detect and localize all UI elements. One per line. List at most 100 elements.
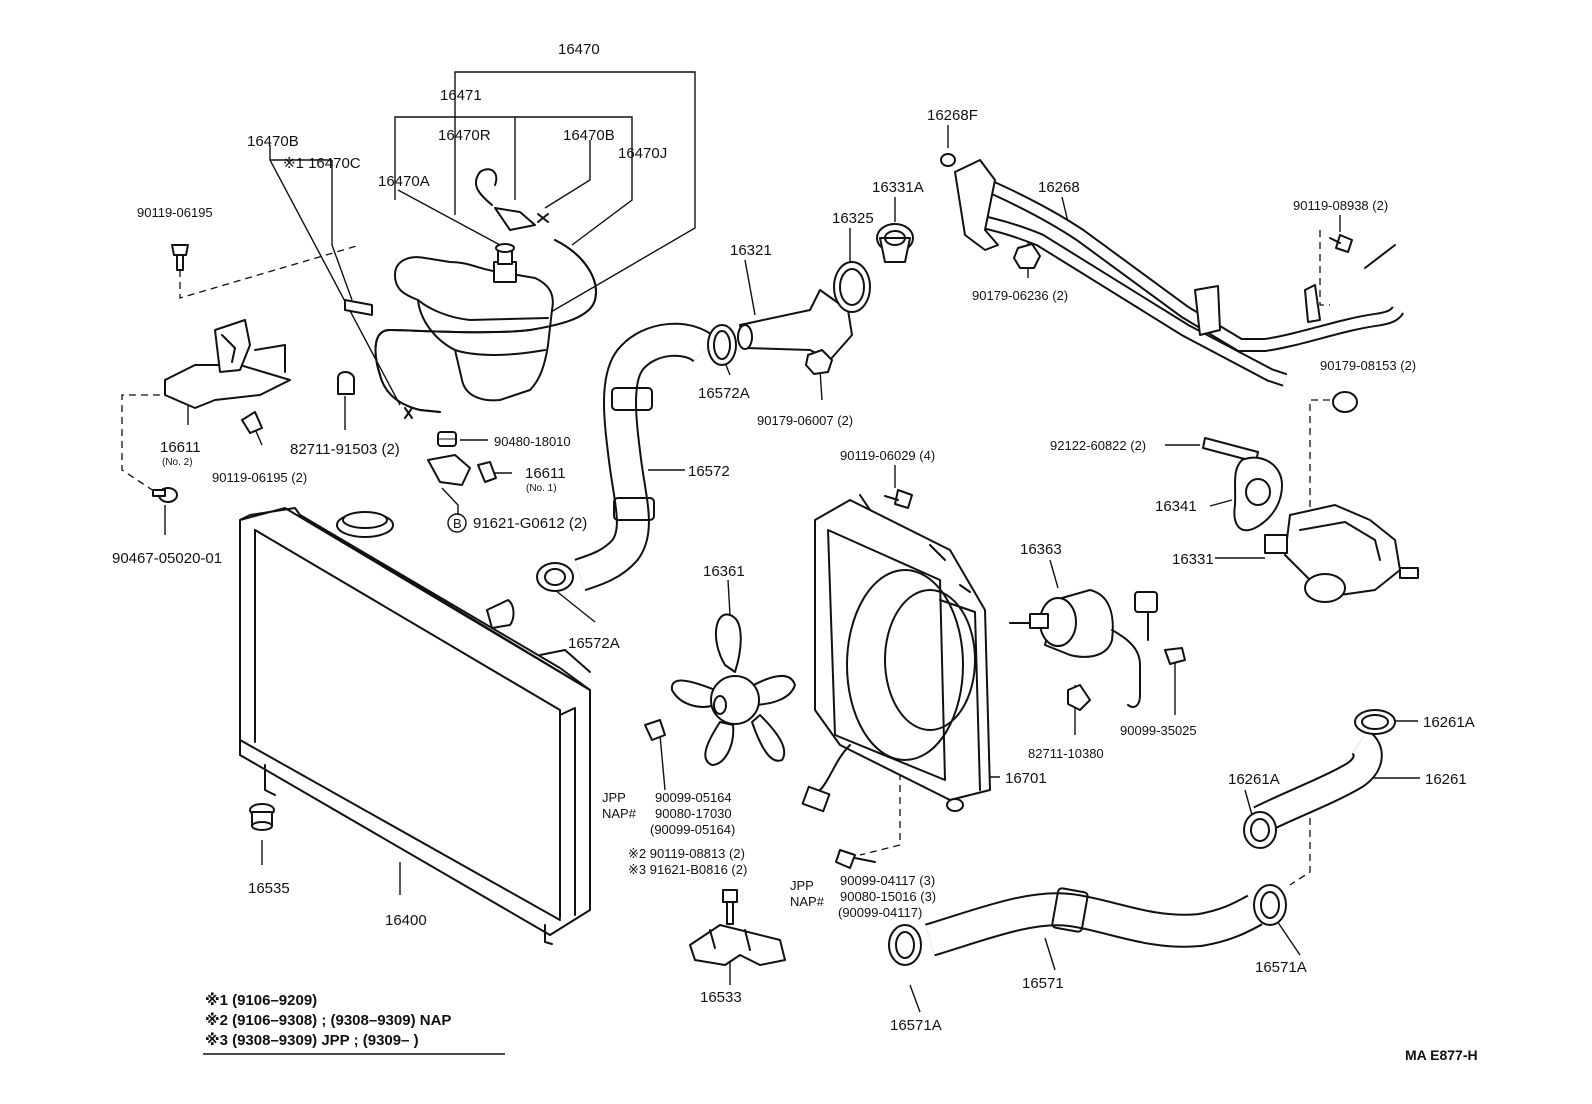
label-82711-91503: 82711-91503 (2) — [290, 441, 400, 458]
label-bolt-badge: B — [453, 516, 462, 531]
label-90099-04117-paren: (90099-04117) — [838, 905, 922, 920]
label-16611-no2-note: (No. 2) — [162, 457, 193, 468]
reservoir-cap-hose — [474, 168, 549, 231]
label-91621-B0816: ※3 91621-B0816 (2) — [628, 862, 747, 877]
inlet-hose-clamp-upper — [1354, 709, 1396, 735]
label-16533: 16533 — [700, 989, 742, 1006]
label-90119-06195: 90119-06195 — [137, 205, 213, 220]
part-number-labels: 16470 16471 16470R 16470B 16470B 16470J … — [112, 41, 1475, 1034]
label-jpp-bolt: JPP — [790, 878, 814, 893]
label-jpp-fan: JPP — [602, 790, 626, 805]
bolt-90119-08938 — [1329, 234, 1353, 253]
wire-clamp-82711-10380 — [1067, 684, 1091, 711]
label-16400: 16400 — [385, 912, 427, 929]
label-16471: 16471 — [440, 87, 482, 104]
water-inlet-gasket — [1233, 456, 1283, 532]
label-16571A-left: 16571A — [890, 1017, 942, 1034]
label-16571A-right: 16571A — [1255, 959, 1307, 976]
label-90119-08938: 90119-08938 (2) — [1293, 198, 1388, 213]
nut-90179-06007 — [805, 349, 833, 375]
label-16572A-upper: 16572A — [698, 385, 750, 402]
label-16470C: ※1 16470C — [283, 155, 361, 172]
bolt-91621-B0816 — [722, 889, 738, 925]
fan-shroud — [801, 494, 991, 813]
cooling-fan — [670, 613, 796, 766]
label-16325: 16325 — [832, 210, 874, 227]
label-16261: 16261 — [1425, 771, 1467, 788]
label-90119-06195-2: 90119-06195 (2) — [212, 470, 307, 485]
label-90099-05164-paren: (90099-05164) — [650, 822, 735, 837]
label-16470B-right: 16470B — [563, 127, 615, 144]
wire-clamp-82711-91503 — [337, 371, 355, 395]
overflow-hose — [374, 239, 597, 419]
water-outlet — [737, 289, 853, 361]
nut-90179-08153 — [1332, 391, 1358, 413]
label-91621-G0612: 91621-G0612 (2) — [473, 515, 587, 532]
label-16470B-left: 16470B — [247, 133, 299, 150]
grommet-90480-18010 — [437, 431, 457, 447]
radiator-support-bracket-no2 — [164, 319, 291, 409]
thermostat — [876, 223, 914, 263]
water-inlet-housing — [1264, 504, 1419, 603]
fan-shroud-bracket — [689, 924, 786, 966]
label-90080-15016: 90080-15016 (3) — [840, 889, 936, 904]
tank-clip — [344, 299, 373, 316]
label-nap-fan: NAP# — [602, 806, 637, 821]
label-16363: 16363 — [1020, 541, 1062, 558]
bolt-90119-06195-2 — [241, 411, 263, 434]
label-16470A: 16470A — [378, 173, 430, 190]
radiator-support-bracket-no1 — [427, 454, 497, 486]
legend-line-2: ※2 (9106–9308) ; (9308–9309) NAP — [205, 1011, 451, 1029]
bolt-90119-06029 — [884, 489, 913, 509]
label-90119-06029: 90119-06029 (4) — [840, 448, 935, 463]
lower-hose-clamp-left — [888, 924, 922, 966]
water-inlet-hose — [1253, 729, 1383, 834]
bolt-badge — [447, 513, 467, 533]
label-90099-04117: 90099-04117 (3) — [840, 873, 935, 888]
lower-radiator-hose — [925, 887, 1263, 957]
label-16470J: 16470J — [618, 145, 667, 162]
label-16611-no1: 16611 — [525, 465, 566, 482]
inlet-hose-clamp-lower — [1243, 811, 1277, 849]
label-16572: 16572 — [688, 463, 730, 480]
label-16571: 16571 — [1022, 975, 1064, 992]
label-16361: 16361 — [703, 563, 745, 580]
label-16261A-lower: 16261A — [1228, 771, 1280, 788]
connector-90099-35025 — [1164, 647, 1186, 665]
nut-90099-05164 — [644, 719, 666, 741]
nut-90179-06236 — [1013, 243, 1041, 269]
label-82711-10380: 82711-10380 — [1028, 746, 1104, 761]
label-92122-60822: 92122-60822 (2) — [1050, 438, 1146, 453]
label-90179-06007: 90179-06007 (2) — [757, 413, 853, 428]
bolt-90099-04117 — [835, 849, 876, 869]
bolt-90119-06195 — [171, 244, 189, 271]
label-90179-06236: 90179-06236 (2) — [972, 288, 1068, 303]
hose-clamp-lower — [536, 562, 574, 592]
label-16341: 16341 — [1155, 498, 1197, 515]
label-16535: 16535 — [248, 880, 290, 897]
label-16701: 16701 — [1005, 770, 1047, 787]
label-16321: 16321 — [730, 242, 772, 259]
label-90099-05164: 90099-05164 — [655, 790, 732, 805]
fan-motor — [1009, 589, 1158, 708]
upper-radiator-hose — [574, 322, 718, 592]
reservoir-tank — [394, 243, 554, 402]
label-16470R: 16470R — [438, 127, 491, 144]
thermostat-gasket — [833, 261, 871, 313]
label-16611-no2: 16611 — [160, 439, 201, 456]
radiator — [239, 507, 591, 945]
hose-clamp-upper — [707, 324, 737, 366]
washer-16268F — [940, 153, 956, 167]
water-bypass-pipe — [954, 159, 1405, 387]
label-90179-08153: 90179-08153 (2) — [1320, 358, 1416, 373]
label-90467-05020-01: 90467-05020-01 — [112, 550, 222, 567]
label-16611-no1-note: (No. 1) — [526, 483, 557, 494]
label-16470: 16470 — [558, 41, 600, 58]
label-90480-18010: 90480-18010 — [494, 434, 571, 449]
diagram-code: MA E877-H — [1405, 1047, 1478, 1063]
applicability-legend: ※1 (9106–9209) ※2 (9106–9308) ; (9308–93… — [203, 991, 505, 1055]
label-16331: 16331 — [1172, 551, 1214, 568]
clip-90467 — [152, 487, 178, 503]
label-16331A: 16331A — [872, 179, 924, 196]
